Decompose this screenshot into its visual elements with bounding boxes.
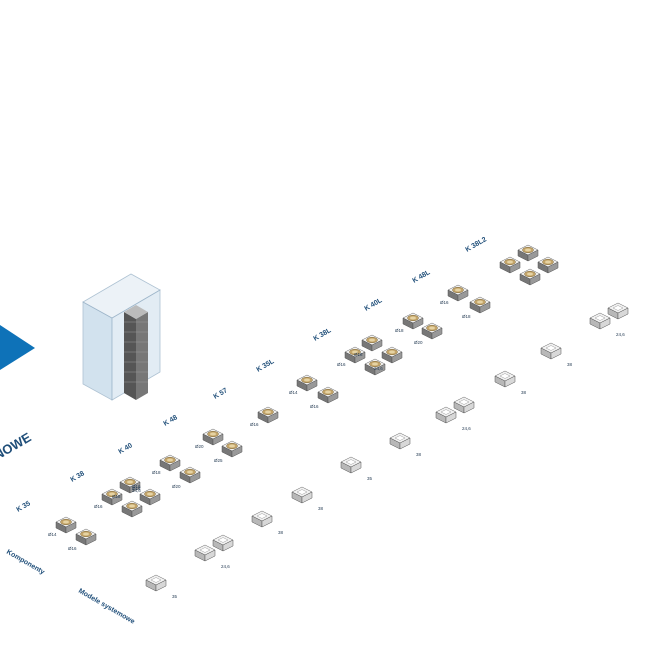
flue-block-icon bbox=[159, 454, 181, 472]
flue-block-icon bbox=[119, 476, 141, 494]
series-label: K 38L bbox=[313, 327, 334, 343]
model-block-icon bbox=[435, 406, 457, 424]
model-block-icon bbox=[212, 534, 234, 552]
block-code: Ø14 bbox=[289, 390, 298, 395]
model-block-icon bbox=[453, 396, 475, 414]
model-block-icon bbox=[194, 544, 216, 562]
flue-block-icon bbox=[517, 244, 539, 262]
flue-block-icon bbox=[361, 334, 383, 352]
model-label: 35 bbox=[172, 594, 178, 599]
model-block-icon bbox=[340, 456, 362, 474]
model-block-icon bbox=[251, 510, 273, 528]
flue-block-icon bbox=[257, 406, 279, 424]
block-code: Ø16 bbox=[337, 362, 346, 367]
flue-block-icon bbox=[101, 488, 123, 506]
series-label: K 35 bbox=[16, 500, 32, 514]
flue-block-icon bbox=[344, 346, 366, 364]
block-code: Ø16 bbox=[68, 546, 77, 551]
block-code: Ø18 bbox=[395, 328, 404, 333]
flue-block-icon bbox=[364, 358, 386, 376]
block-code: Ø25 bbox=[214, 458, 223, 463]
flue-block-icon bbox=[202, 428, 224, 446]
flue-block-icon bbox=[447, 284, 469, 302]
model-label: 24,6 bbox=[462, 426, 471, 431]
block-code: Ø20 bbox=[414, 340, 423, 345]
flue-block-icon bbox=[537, 256, 559, 274]
flue-block-icon bbox=[75, 528, 97, 546]
flue-block-icon bbox=[139, 488, 161, 506]
series-label: K 48L bbox=[412, 269, 433, 285]
flue-block-icon bbox=[296, 374, 318, 392]
model-block-icon bbox=[540, 342, 562, 360]
model-block-icon bbox=[494, 370, 516, 388]
model-label: 38 bbox=[416, 452, 422, 457]
series-label: K 48 bbox=[163, 414, 179, 428]
row-label-components: Komponenty bbox=[5, 549, 46, 577]
series-label: K 57 bbox=[213, 387, 229, 401]
chimney-tower bbox=[82, 273, 161, 401]
block-code: Ø20 bbox=[195, 444, 204, 449]
block-code: 24,6 bbox=[374, 366, 383, 371]
series-label: K 40L bbox=[364, 297, 385, 313]
flue-block-icon bbox=[421, 322, 443, 340]
block-code: Ø16 bbox=[440, 300, 449, 305]
model-block-icon bbox=[389, 432, 411, 450]
block-code: Ø16 bbox=[94, 504, 103, 509]
model-block-icon bbox=[589, 312, 611, 330]
flue-block-icon bbox=[317, 386, 339, 404]
flue-block-icon bbox=[469, 296, 491, 314]
banner-shape bbox=[0, 325, 35, 370]
model-label: 38 bbox=[318, 506, 324, 511]
banner-text: INOWE bbox=[0, 429, 34, 464]
model-label: 24,6 bbox=[616, 332, 625, 337]
series-label: K 40 bbox=[118, 442, 134, 456]
model-label: 38 bbox=[521, 390, 527, 395]
flue-block-icon bbox=[179, 466, 201, 484]
block-code: Ø18 bbox=[132, 486, 141, 491]
block-code: Ø18 bbox=[462, 314, 471, 319]
model-label: 24,6 bbox=[221, 564, 230, 569]
flue-block-icon bbox=[499, 256, 521, 274]
block-code: Ø18 bbox=[112, 494, 121, 499]
flue-block-icon bbox=[381, 346, 403, 364]
row-label-system-models: Modele systemowe bbox=[77, 588, 136, 626]
model-label: 35 bbox=[367, 476, 373, 481]
block-code: Ø16 bbox=[250, 422, 259, 427]
series-label: K 38L2 bbox=[465, 236, 488, 254]
block-code: Ø14 bbox=[48, 532, 57, 537]
model-block-icon bbox=[145, 574, 167, 592]
flue-block-icon bbox=[121, 500, 143, 518]
block-code: 24,6 bbox=[132, 488, 141, 493]
model-block-icon bbox=[291, 486, 313, 504]
block-code: Ø18 bbox=[354, 352, 363, 357]
flue-block-icon bbox=[55, 516, 77, 534]
model-label: 38 bbox=[567, 362, 573, 367]
flue-block-icon bbox=[402, 312, 424, 330]
series-label: K 38 bbox=[70, 470, 86, 484]
series-label: K 35L bbox=[256, 358, 277, 374]
model-block-icon bbox=[607, 302, 629, 320]
model-label: 38 bbox=[278, 530, 284, 535]
block-code: Ø20 bbox=[172, 484, 181, 489]
block-code: Ø16 bbox=[132, 484, 141, 489]
flue-block-icon bbox=[221, 440, 243, 458]
flue-block-icon bbox=[519, 268, 541, 286]
block-code: Ø16 bbox=[310, 404, 319, 409]
block-code: Ø18 bbox=[152, 470, 161, 475]
